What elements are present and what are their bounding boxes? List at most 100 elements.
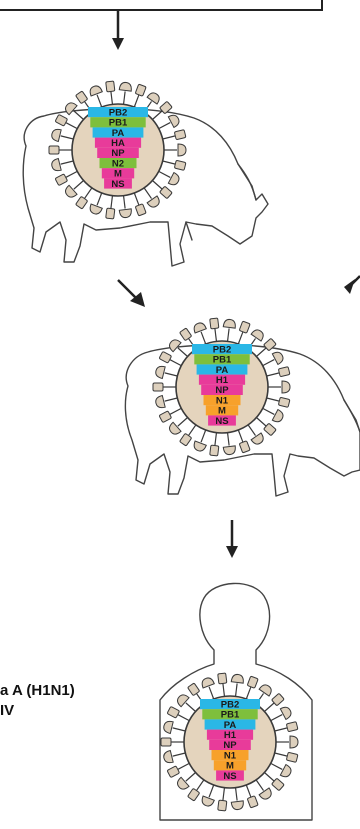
spike-head bbox=[272, 410, 285, 424]
top-box-border bbox=[0, 0, 322, 10]
spike-stalk bbox=[188, 425, 195, 436]
spike-head bbox=[135, 204, 146, 216]
spike-stalk bbox=[267, 373, 280, 376]
spike-stalk bbox=[61, 136, 74, 139]
spike-head bbox=[251, 433, 265, 446]
gene-segment-label: NS bbox=[223, 771, 236, 782]
spike-stalk bbox=[178, 418, 188, 427]
spike-stalk bbox=[165, 398, 178, 401]
spike-stalk bbox=[246, 687, 251, 699]
spike-head bbox=[247, 676, 258, 688]
spike-stalk bbox=[271, 763, 283, 769]
spike-stalk bbox=[124, 91, 126, 104]
spike-stalk bbox=[165, 373, 178, 376]
spike-stalk bbox=[159, 171, 171, 177]
spike-stalk bbox=[236, 788, 238, 801]
spike-head bbox=[239, 321, 250, 333]
spike-head bbox=[180, 433, 192, 446]
spike-head bbox=[192, 441, 206, 453]
spike-stalk bbox=[223, 683, 225, 696]
spike-head bbox=[259, 683, 273, 696]
spike-stalk bbox=[186, 773, 196, 782]
spike-head bbox=[188, 683, 200, 696]
spike-head bbox=[180, 328, 192, 341]
spike-head bbox=[280, 705, 293, 719]
spike-stalk bbox=[186, 703, 196, 712]
spike-head bbox=[147, 196, 161, 209]
spike-stalk bbox=[152, 181, 162, 190]
spike-head bbox=[155, 396, 166, 410]
arrow-down-1 bbox=[112, 10, 124, 50]
spike-stalk bbox=[209, 785, 214, 797]
spike-stalk bbox=[256, 418, 266, 427]
spike-stalk bbox=[201, 430, 206, 442]
spike-head bbox=[192, 321, 206, 333]
spike-stalk bbox=[111, 91, 113, 104]
spike-head bbox=[167, 766, 180, 778]
spike-head bbox=[163, 751, 174, 765]
spike-stalk bbox=[66, 123, 78, 129]
spike-stalk bbox=[215, 433, 217, 446]
spike-stalk bbox=[173, 753, 186, 756]
spike-stalk bbox=[144, 188, 151, 199]
spike-stalk bbox=[264, 773, 274, 782]
spike-head bbox=[159, 351, 172, 363]
spike-stalk bbox=[209, 687, 214, 699]
spike-stalk bbox=[256, 780, 263, 791]
spike-stalk bbox=[97, 193, 102, 205]
pig-1-virus: PB2PB1PAHANPN2MNS bbox=[49, 81, 186, 219]
spike-stalk bbox=[236, 683, 238, 696]
spike-head bbox=[49, 146, 59, 154]
spike-head bbox=[51, 128, 62, 142]
spike-head bbox=[251, 328, 265, 341]
spike-stalk bbox=[248, 425, 255, 436]
spike-stalk bbox=[173, 728, 186, 731]
spike-head bbox=[55, 114, 68, 126]
spike-head bbox=[200, 796, 214, 808]
spike-stalk bbox=[61, 161, 74, 164]
spike-head bbox=[210, 445, 219, 456]
spike-head bbox=[290, 736, 298, 748]
spike-head bbox=[278, 397, 290, 407]
spike-head bbox=[200, 676, 214, 688]
spike-head bbox=[218, 800, 227, 811]
spike-stalk bbox=[170, 360, 182, 366]
spike-stalk bbox=[97, 95, 102, 107]
spike-head bbox=[106, 208, 115, 219]
spike-head bbox=[210, 318, 219, 329]
spike-stalk bbox=[178, 348, 188, 357]
spike-stalk bbox=[256, 348, 266, 357]
spike-head bbox=[259, 788, 273, 801]
spike-stalk bbox=[263, 360, 275, 366]
arrow-diagonal-right bbox=[344, 276, 360, 294]
spike-head bbox=[135, 84, 146, 96]
spike-stalk bbox=[66, 171, 78, 177]
spike-head bbox=[155, 365, 166, 379]
spike-head bbox=[159, 411, 172, 423]
spike-stalk bbox=[223, 788, 225, 801]
spike-head bbox=[76, 91, 88, 104]
spike-stalk bbox=[163, 136, 176, 139]
spike-stalk bbox=[228, 328, 230, 341]
spike-head bbox=[88, 84, 102, 96]
spike-head bbox=[153, 383, 163, 391]
spike-head bbox=[286, 722, 298, 732]
spike-stalk bbox=[74, 181, 84, 190]
spike-head bbox=[163, 720, 174, 734]
spike-stalk bbox=[215, 328, 217, 341]
spike-stalk bbox=[275, 753, 288, 756]
spike-head bbox=[119, 209, 132, 218]
spike-stalk bbox=[170, 408, 182, 414]
spike-head bbox=[119, 82, 132, 91]
strain-label-line2: IV bbox=[0, 702, 14, 719]
spike-stalk bbox=[267, 398, 280, 401]
spike-head bbox=[239, 441, 250, 453]
spike-head bbox=[286, 752, 298, 762]
pig-2-virus: PB2PB1PAH1NPN1MNS bbox=[153, 318, 290, 456]
spike-stalk bbox=[228, 433, 230, 446]
spike-head bbox=[223, 319, 236, 328]
spike-head bbox=[76, 196, 88, 209]
spike-stalk bbox=[238, 430, 243, 442]
